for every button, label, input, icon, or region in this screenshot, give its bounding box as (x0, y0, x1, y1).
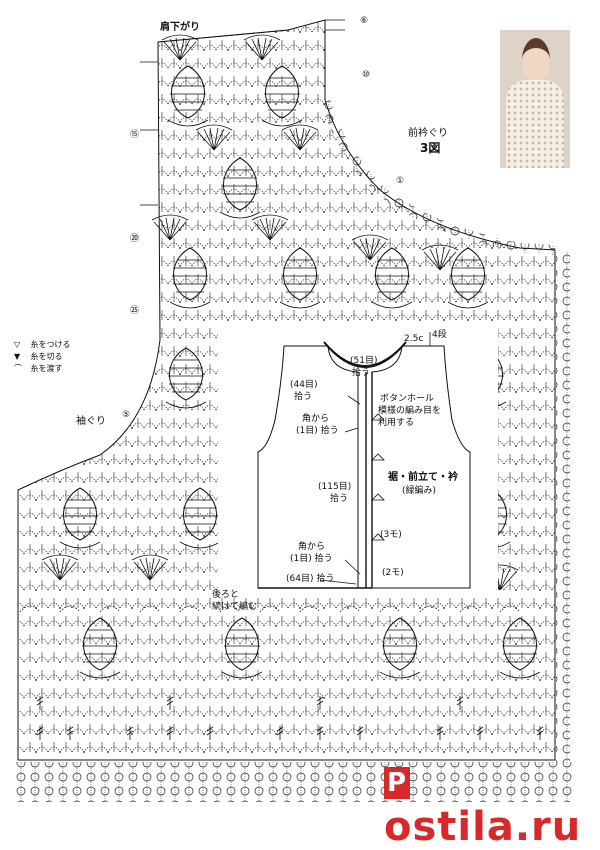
label-corner-1: 角から (302, 414, 330, 424)
label-shoulder: 肩下がり (160, 22, 200, 33)
label-corner-2: 角から (298, 542, 326, 552)
label-back-join-1: 後ろと (212, 590, 240, 600)
attach-yarn-icon: ▽ (14, 340, 21, 349)
label-buttonhole-note2: 利用する (378, 418, 415, 428)
row-marker: ⑳ (130, 234, 140, 244)
label-two-mo: (2モ) (382, 568, 404, 578)
label-pick-115-b: 拾う (330, 494, 349, 504)
label-pick-64: (64目) 拾う (286, 574, 335, 584)
label-armhole: 袖ぐり (76, 416, 106, 427)
model-head (522, 38, 550, 82)
vest-schematic (257, 341, 471, 589)
watermark-text: ostila.ru (384, 804, 582, 850)
watermark-logo-letter: P (384, 767, 410, 799)
shoulder-marks (140, 19, 345, 206)
label-pick-44-b: 拾う (294, 392, 313, 402)
label-corner-1-b: (1目) 拾う (296, 426, 339, 436)
model-vest (506, 80, 564, 168)
watermark: Postila.ru (384, 758, 600, 850)
label-back-join-2: 続けて編む (212, 602, 258, 612)
legend-attach-yarn-text: 糸をつける (30, 340, 71, 349)
legend-attach-yarn: ▽ 糸をつける (14, 340, 71, 350)
row-marker: ⑮ (130, 130, 140, 140)
hem-edging (14, 762, 574, 802)
carry-yarn-icon: ⌒ (14, 364, 22, 373)
legend-carry-yarn: ⌒ 糸を渡す (14, 364, 63, 374)
model-photo (500, 30, 570, 168)
label-pick-51: (51目) (350, 356, 378, 366)
label-edge-sub: (緑編み) (402, 486, 437, 496)
label-front-neck: 前衿ぐり (408, 128, 448, 139)
label-figure-number: 3図 (420, 141, 441, 155)
row-marker: ㉕ (130, 306, 140, 316)
front-band-edging (556, 252, 570, 762)
label-corner-2-b: (1目) 拾う (290, 554, 333, 564)
legend-carry-yarn-text: 糸を渡す (30, 364, 63, 373)
label-pick-51-b: 拾う (352, 368, 371, 378)
buttonhole-marks (371, 413, 385, 541)
row-marker: ① (396, 176, 405, 186)
label-neck-width: 2.5c (404, 334, 424, 344)
label-buttonhole: ボタンホール (380, 394, 435, 404)
legend-cut-yarn-text: 糸を切る (30, 352, 63, 361)
row-marker: ⑥ (360, 16, 369, 26)
label-three-mo: (3モ) (380, 530, 402, 540)
crochet-chart (14, 19, 574, 802)
label-buttonhole-note1: 模様の編み目を (378, 406, 442, 416)
pickup-arrows (319, 332, 431, 585)
label-edge-title: 裾・前立て・衿 (388, 472, 458, 483)
cut-yarn-icon: ▼ (14, 352, 21, 361)
label-pick-115: (115目) (318, 482, 352, 492)
label-pick-44: (44目) (290, 380, 318, 390)
label-neck-rows: 4段 (432, 330, 447, 340)
row-marker: ⑤ (122, 410, 131, 420)
row-marker: ⑩ (362, 70, 371, 80)
neck-edging (320, 98, 556, 255)
legend-cut-yarn: ▼ 糸を切る (14, 352, 63, 362)
